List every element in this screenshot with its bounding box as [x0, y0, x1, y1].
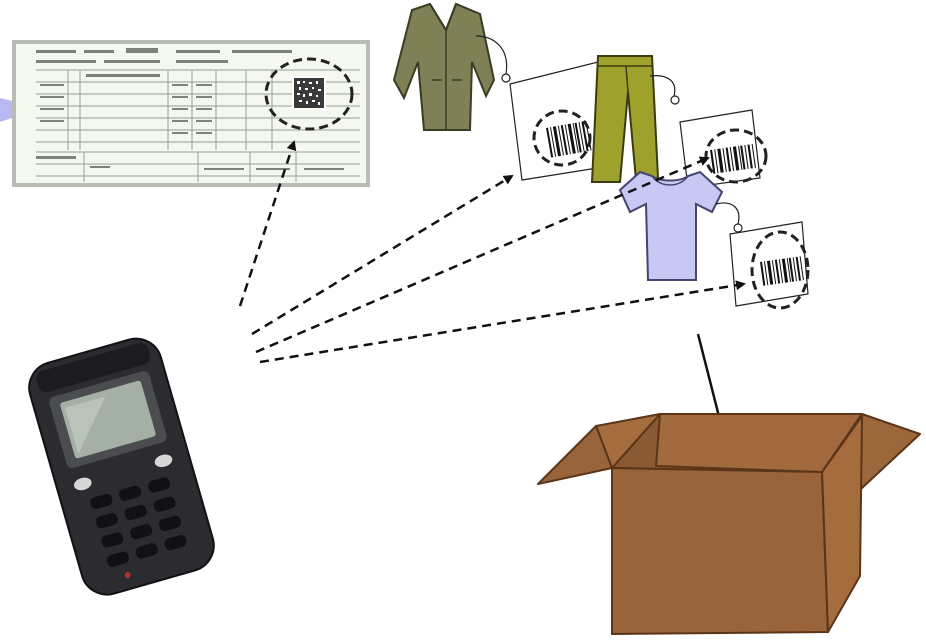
price-tag-3: [730, 222, 808, 308]
tshirt-icon: [620, 172, 742, 280]
qr-code-icon: [292, 76, 326, 110]
cardboard-box-icon: [538, 414, 920, 634]
handheld-scanner-icon: [23, 333, 220, 601]
box-front-face: [612, 468, 828, 634]
pants-icon: [592, 56, 679, 182]
scan-arrow-to-tag-1: [252, 176, 512, 334]
jacket-icon: [394, 4, 510, 130]
delivery-slip-icon: [0, 40, 370, 187]
scan-arrow-to-tag-3: [260, 284, 744, 362]
